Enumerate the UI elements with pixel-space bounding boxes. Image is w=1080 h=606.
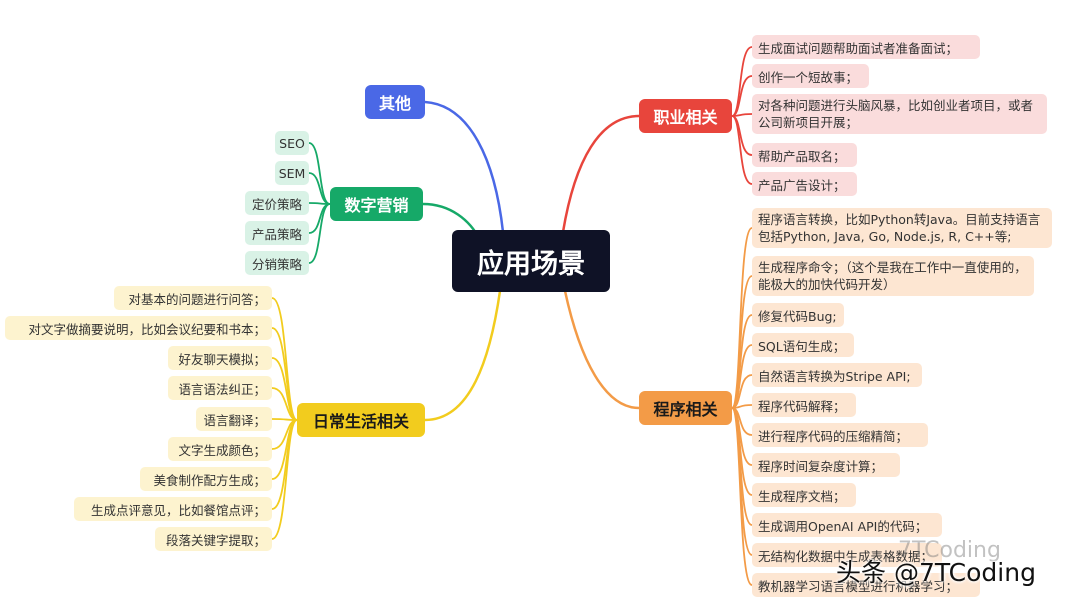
connector-daily-leaf (271, 418, 298, 421)
daily-leaf[interactable]: 语言语法纠正； (168, 376, 272, 400)
connector-program (563, 289, 641, 410)
branch-other[interactable]: 其他 (365, 85, 425, 119)
daily-leaf[interactable]: 好友聊天模拟； (168, 346, 272, 370)
connector-career-leaf (731, 115, 753, 185)
career-leaf[interactable]: 创作一个短故事； (752, 64, 869, 88)
program-leaf[interactable]: 程序时间复杂度计算； (752, 453, 900, 477)
daily-leaf[interactable]: 文字生成颜色； (168, 437, 272, 461)
digital-leaf[interactable]: SEM (275, 161, 309, 185)
digital-leaf[interactable]: 定价策略 (245, 191, 309, 215)
program-leaf[interactable]: 教机器学习语言模型进行机器学习； (752, 573, 980, 597)
program-leaf[interactable]: SQL语句生成； (752, 333, 854, 357)
connector-career-leaf (731, 115, 753, 156)
connector-daily (423, 289, 502, 422)
watermark: 头条 @7TCoding (836, 558, 1036, 587)
daily-leaf[interactable]: 段落关键字提取； (155, 527, 272, 551)
career-leaf[interactable]: 产品广告设计； (752, 172, 857, 196)
career-leaf[interactable]: 生成面试问题帮助面试者准备面试； (752, 35, 980, 59)
branch-programming[interactable]: 程序相关 (639, 391, 732, 425)
branch-career[interactable]: 职业相关 (639, 99, 732, 133)
program-leaf[interactable]: 无结构化数据中生成表格数据； (752, 543, 942, 567)
digital-leaf[interactable]: 分销策略 (245, 251, 309, 275)
connector-career-leaf (731, 46, 753, 117)
branch-daily-life[interactable]: 日常生活相关 (297, 403, 425, 437)
daily-leaf[interactable]: 美食制作配方生成； (140, 467, 272, 491)
program-leaf[interactable]: 修复代码Bug; (752, 303, 844, 327)
connector-digital-leaf (308, 203, 331, 234)
root-node[interactable]: 应用场景 (452, 230, 610, 292)
program-leaf[interactable]: 生成程序文档； (752, 483, 856, 507)
daily-leaf[interactable]: 生成点评意见，比如餐馆点评； (74, 497, 272, 521)
connector-career-leaf (731, 75, 753, 117)
connector-digital-leaf (308, 203, 331, 264)
connector-daily-leaf (271, 419, 298, 540)
connector-program-leaf (731, 407, 753, 586)
program-leaf[interactable]: 生成调用OpenAI API的代码； (752, 513, 942, 537)
daily-leaf[interactable]: 语言翻译； (196, 407, 272, 431)
daily-leaf[interactable]: 对文字做摘要说明，比如会议纪要和书本； (5, 316, 272, 340)
program-leaf[interactable]: 生成程序命令；（这个是我在工作中一直使用的，能极大的加快代码开发） (752, 256, 1034, 296)
connector-career (561, 114, 641, 234)
watermark-faint: 7TCoding (898, 538, 1001, 563)
digital-leaf[interactable]: SEO (275, 131, 309, 155)
daily-leaf[interactable]: 对基本的问题进行问答； (114, 286, 272, 310)
digital-leaf[interactable]: 产品策略 (245, 221, 309, 245)
career-leaf[interactable]: 帮助产品取名； (752, 143, 857, 167)
program-leaf[interactable]: 进行程序代码的压缩精简； (752, 423, 928, 447)
program-leaf[interactable]: 程序语言转换，比如Python转Java。目前支持语言包括Python, Jav… (752, 208, 1052, 248)
branch-digital-marketing[interactable]: 数字营销 (330, 187, 423, 221)
program-leaf[interactable]: 程序代码解释； (752, 393, 856, 417)
connector-digital-leaf (308, 172, 331, 205)
program-leaf[interactable]: 自然语言转换为Stripe API; (752, 363, 922, 387)
connector-other (423, 100, 505, 234)
career-leaf[interactable]: 对各种问题进行头脑风暴，比如创业者项目，或者公司新项目开展； (752, 94, 1047, 134)
